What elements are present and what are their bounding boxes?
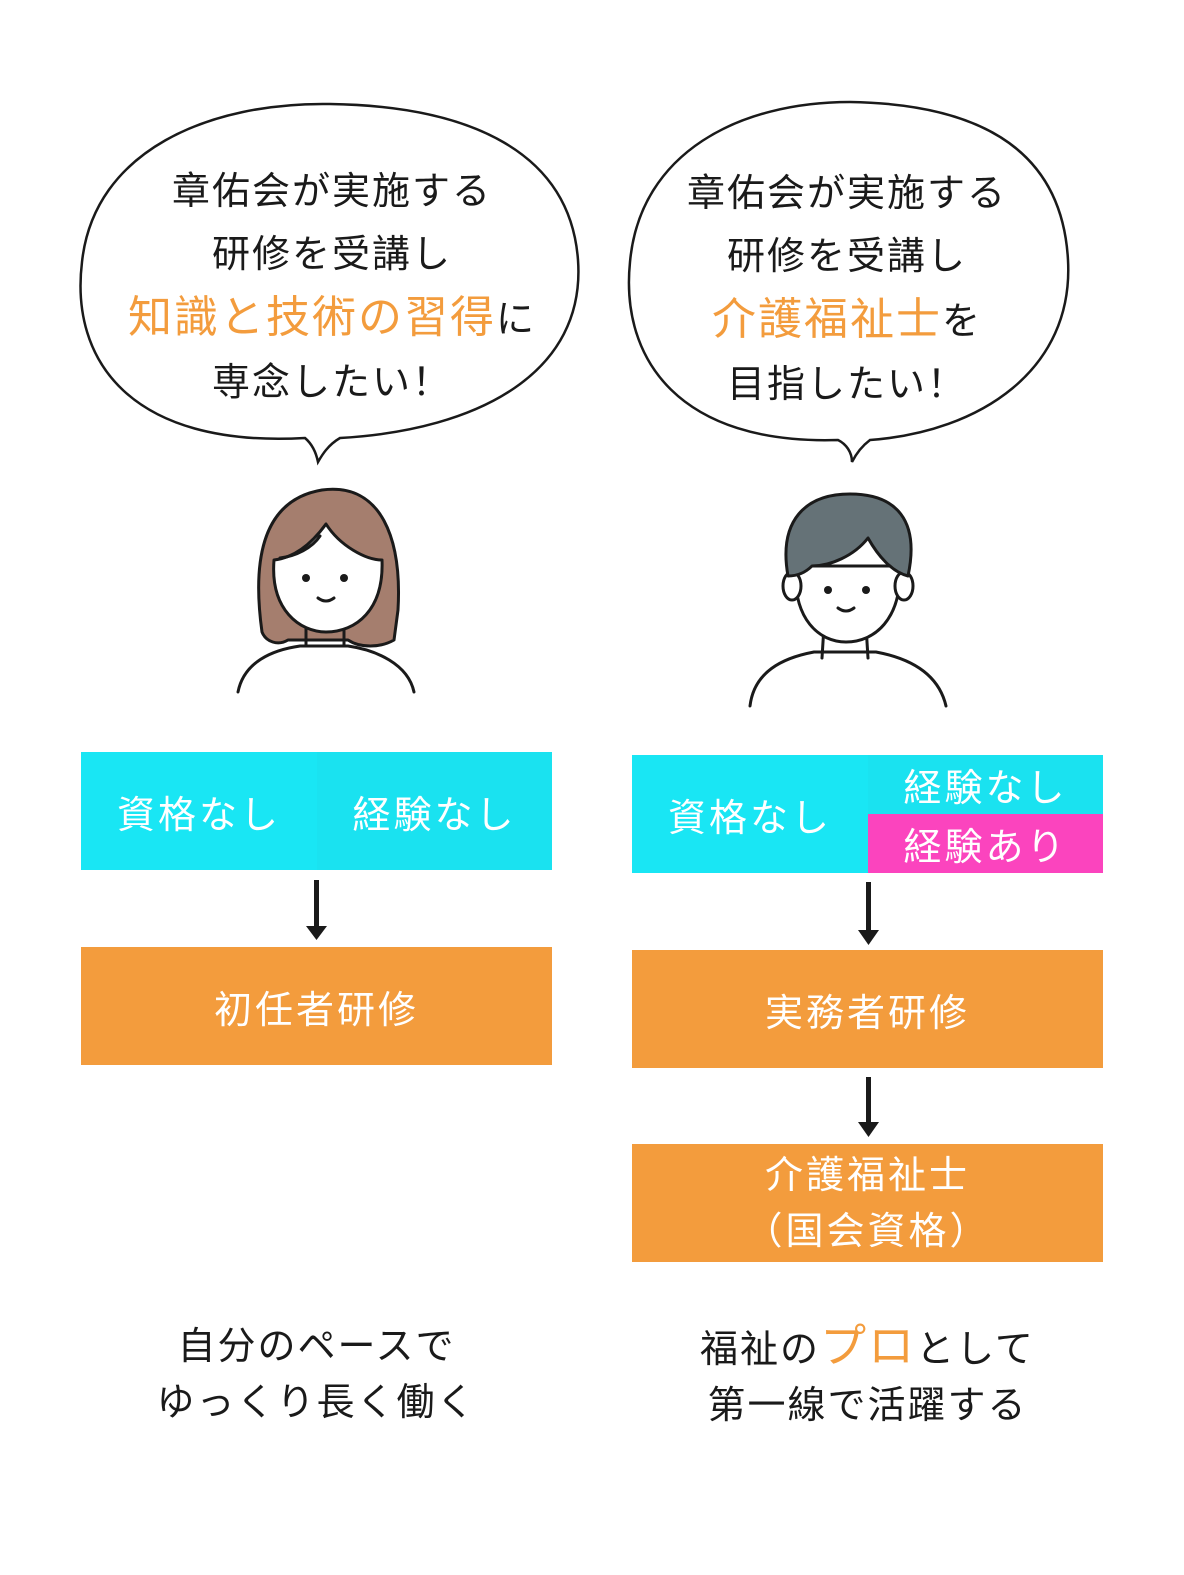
man-avatar-icon [748,492,948,708]
right-bubble-line1: 章佑会が実施する [686,171,1007,215]
left-bubble-line3-rest: に [495,297,536,341]
left-training-box: 初任者研修 [81,947,552,1065]
right-caption-line2: 第一線で活躍する [707,1383,1028,1427]
arrow-down-icon [306,880,327,940]
right-qualification-box: 資格なし [632,755,868,873]
left-qualification-box: 資格なし [81,752,317,870]
speech-bubble-icon [627,100,1070,463]
right-caption-line1-a: 福祉の [700,1327,821,1371]
left-experience-box: 経験なし [317,752,552,870]
right-bubble-line4: 目指したい！ [726,362,967,406]
right-bubble-line3: 介護福祉士を [612,288,1082,353]
woman-avatar-icon [236,487,416,694]
right-bubble-highlight: 介護福祉士 [711,294,942,345]
right-bubble-line2: 研修を受講し [726,234,967,278]
left-bubble-line2: 研修を受講し [211,232,452,276]
left-bubble-highlight: 知識と技術の習得 [127,292,496,343]
right-caption-line1-b: として [916,1327,1035,1371]
arrow-down-icon [858,1077,879,1137]
right-caption-line1: 福祉のプロとして [632,1318,1103,1377]
speech-bubble-icon [79,102,580,466]
left-caption-line1: 自分のペースで [177,1324,456,1368]
left-caption: 自分のペースで ゆっくり長く働く [81,1318,552,1430]
right-bubble-text: 章佑会が実施する 研修を受講し 介護福祉士を 目指したい！ [612,162,1082,416]
left-bubble-line3: 知識と技術の習得に [92,286,572,351]
arrow-down-icon [858,882,879,945]
left-bubble-line4: 専念したい！ [211,360,452,404]
right-training-box: 実務者研修 [632,950,1103,1068]
left-bubble-line1: 章佑会が実施する [171,169,492,213]
right-experience-none-box: 経験なし [868,755,1103,814]
right-caption: 福祉のプロとして 第一線で活躍する [632,1318,1103,1433]
right-certification-box: 介護福祉士 （国会資格） [632,1144,1103,1262]
right-bubble-line3-rest: を [941,299,982,343]
left-bubble-text: 章佑会が実施する 研修を受講し 知識と技術の習得に 専念したい！ [92,160,572,414]
right-certification-label: 介護福祉士 [764,1153,970,1197]
right-certification-sub: （国会資格） [744,1209,991,1253]
right-caption-highlight: プロ [820,1319,917,1373]
right-experience-yes-box: 経験あり [868,814,1103,873]
left-caption-line2: ゆっくり長く働く [156,1380,477,1424]
